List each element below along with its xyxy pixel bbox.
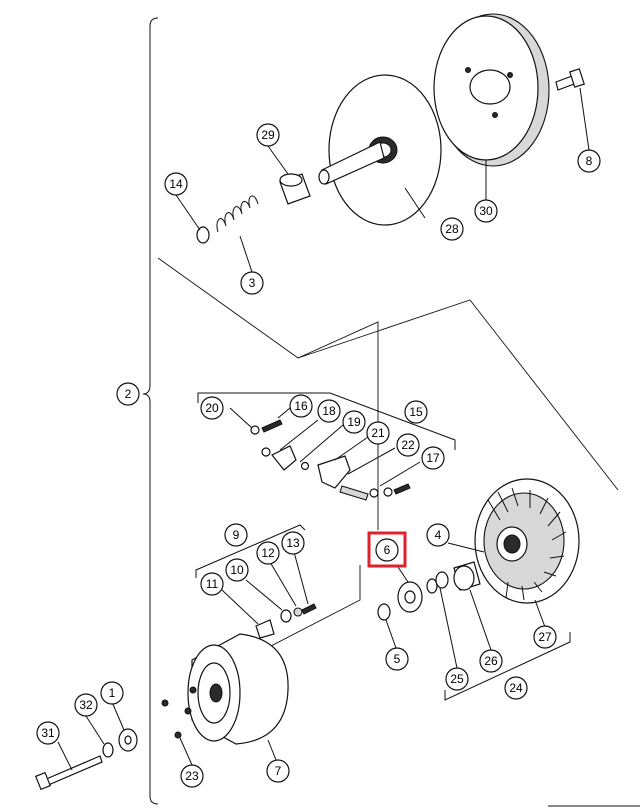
callout-9-label: 9 bbox=[233, 528, 240, 542]
bracket-group-2 bbox=[142, 17, 159, 805]
callout-11: 11 bbox=[200, 572, 224, 596]
callout-26: 26 bbox=[479, 649, 503, 673]
retaining-ring-14 bbox=[196, 226, 210, 244]
callout-15-label: 15 bbox=[409, 405, 423, 419]
sheave-with-shaft bbox=[318, 74, 442, 226]
leader-lines bbox=[57, 87, 590, 771]
callout-31-label: 31 bbox=[41, 726, 55, 740]
callout-28-label: 28 bbox=[445, 222, 459, 236]
callout-14-label: 14 bbox=[169, 177, 183, 191]
callout-11-label: 11 bbox=[206, 577, 219, 591]
callout-10: 10 bbox=[225, 558, 249, 582]
drum-7 bbox=[161, 633, 289, 745]
callout-32: 32 bbox=[74, 693, 98, 717]
callout-24: 24 bbox=[504, 676, 528, 700]
callout-8: 8 bbox=[577, 149, 601, 173]
callout-20-label: 20 bbox=[205, 401, 219, 415]
callout-1: 1 bbox=[100, 681, 124, 705]
callout-27-label: 27 bbox=[538, 630, 552, 644]
axis-lower bbox=[239, 565, 361, 663]
callout-32-label: 32 bbox=[79, 698, 93, 712]
callout-7-label: 7 bbox=[275, 764, 282, 778]
callout-19: 19 bbox=[342, 410, 366, 434]
callout-18: 18 bbox=[317, 399, 341, 423]
callout-26-label: 26 bbox=[484, 654, 498, 668]
callout-4: 4 bbox=[426, 523, 450, 547]
callout-29-label: 29 bbox=[261, 128, 275, 142]
bracket-group-9 bbox=[195, 524, 306, 578]
main-bolt-assembly bbox=[34, 728, 138, 791]
cam-lever-assembly bbox=[255, 603, 317, 639]
bolt-8 bbox=[555, 68, 585, 91]
callout-9: 9 bbox=[224, 523, 248, 547]
callout-3-label: 3 bbox=[249, 276, 256, 290]
callout-4-label: 4 bbox=[435, 528, 442, 542]
bracket-group-15 bbox=[197, 392, 456, 450]
spring-3 bbox=[216, 195, 259, 233]
callout-17: 17 bbox=[421, 446, 445, 470]
callout-22-label: 22 bbox=[401, 438, 415, 452]
callout-16-label: 16 bbox=[294, 399, 308, 413]
callout-3: 3 bbox=[240, 271, 264, 295]
callout-7: 7 bbox=[266, 759, 290, 783]
callout-12: 12 bbox=[256, 541, 280, 565]
callout-23-label: 23 bbox=[185, 769, 199, 783]
callout-19-label: 19 bbox=[347, 415, 361, 429]
callout-30-label: 30 bbox=[479, 204, 493, 218]
callout-27: 27 bbox=[533, 625, 557, 649]
callout-31: 31 bbox=[36, 721, 60, 745]
callout-2: 2 bbox=[116, 382, 140, 406]
callout-18-label: 18 bbox=[322, 404, 336, 418]
callout-6-highlight-box bbox=[367, 531, 407, 568]
callout-22: 22 bbox=[396, 433, 420, 457]
axis-upper-right bbox=[297, 299, 619, 491]
callout-5: 5 bbox=[385, 647, 409, 671]
pulley-outer-half bbox=[433, 13, 550, 167]
callout-23: 23 bbox=[180, 764, 204, 788]
callout-17-label: 17 bbox=[426, 451, 440, 465]
callout-25-label: 25 bbox=[450, 672, 464, 686]
callout-1-label: 1 bbox=[109, 686, 116, 700]
callout-6: 6 bbox=[367, 531, 407, 568]
callout-21: 21 bbox=[366, 421, 390, 445]
thrust-washer-6 bbox=[397, 581, 423, 613]
callout-13-label: 13 bbox=[286, 536, 300, 550]
callout-2-label: 2 bbox=[125, 387, 132, 401]
washer-5 bbox=[377, 603, 391, 621]
callout-29: 29 bbox=[256, 123, 280, 147]
weight-arm-assembly bbox=[250, 419, 411, 501]
callout-30: 30 bbox=[474, 199, 498, 223]
bushing-29 bbox=[279, 173, 311, 205]
finned-cover-27 bbox=[474, 478, 580, 604]
callout-14: 14 bbox=[164, 172, 188, 196]
callout-12-label: 12 bbox=[261, 546, 275, 560]
callout-20: 20 bbox=[200, 396, 224, 420]
callout-24-label: 24 bbox=[509, 681, 523, 695]
callout-21-label: 21 bbox=[371, 426, 385, 440]
callout-5-label: 5 bbox=[394, 652, 401, 666]
callout-25: 25 bbox=[445, 667, 469, 691]
bracket-group-24 bbox=[444, 632, 571, 701]
callout-8-label: 8 bbox=[586, 154, 593, 168]
callout-28: 28 bbox=[440, 217, 464, 241]
callout-15: 15 bbox=[404, 400, 428, 424]
callout-6-label: 6 bbox=[384, 543, 391, 557]
callout-16: 16 bbox=[289, 394, 313, 418]
callout-13: 13 bbox=[281, 531, 305, 555]
callout-10-label: 10 bbox=[230, 563, 244, 577]
